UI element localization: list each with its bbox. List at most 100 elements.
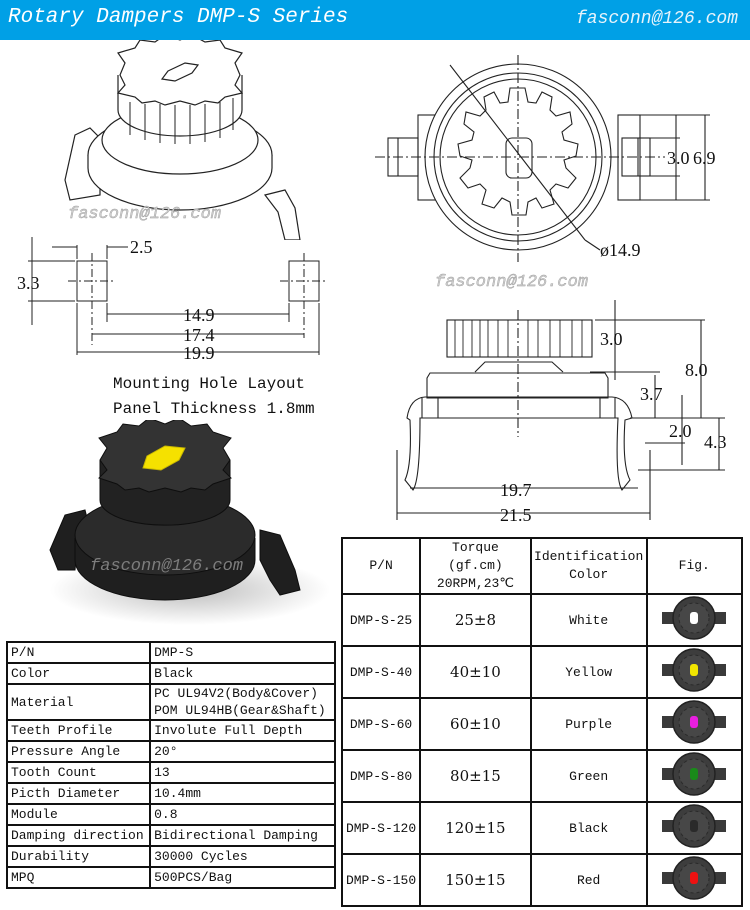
model-figure	[645, 593, 744, 647]
spec-value: Black	[149, 662, 336, 685]
dim-diameter: ø14.9	[600, 240, 641, 260]
dim-inner-width: 3.0	[667, 148, 690, 168]
dim-hole-gap: 14.9	[183, 305, 215, 325]
spec-key: Teeth Profile	[5, 719, 152, 742]
model-color: Red	[529, 853, 648, 907]
model-figure	[645, 853, 744, 907]
model-torque: 150±15	[419, 853, 532, 907]
damper-top-icon	[662, 856, 727, 900]
identification-color-swatch	[690, 716, 699, 728]
spec-value-line1: PC UL94V2(Body&Cover)	[154, 686, 318, 701]
watermark-text: fasconn@126.com	[90, 557, 243, 576]
mounting-hole-diagram: 2.5 3.3 14.9 17.4 19.9	[17, 237, 328, 363]
damper-top-icon	[662, 596, 727, 640]
model-torque: 25±8	[419, 593, 532, 647]
spec-key: Durability	[5, 845, 152, 868]
identification-color-swatch	[690, 872, 699, 884]
model-figure	[645, 697, 744, 751]
model-color: Purple	[529, 697, 648, 751]
page-header: Rotary Dampers DMP-S Series fasconn@126.…	[0, 0, 750, 40]
isometric-line-drawing: fasconn@126.com	[64, 40, 301, 240]
spec-key: Module	[5, 803, 152, 826]
side-view-diagram: 3.0 8.0 3.7 2.0 4.3 19.7 21.5	[396, 300, 727, 525]
spec-value: Bidirectional Damping	[149, 824, 336, 847]
damper-top-icon	[662, 752, 727, 796]
dim-inner-width: 19.7	[500, 480, 532, 500]
product-photo: fasconn@126.com	[49, 420, 330, 625]
model-figure	[645, 749, 744, 803]
model-pn: DMP-S-60	[340, 697, 422, 751]
model-pn: DMP-S-150	[340, 853, 422, 907]
model-pn: DMP-S-80	[340, 749, 422, 803]
spec-value: Involute Full Depth	[149, 719, 336, 742]
spec-key: Color	[5, 662, 152, 685]
identification-color-swatch	[690, 664, 699, 676]
model-torque: 120±15	[419, 801, 532, 855]
spec-key: Pressure Angle	[5, 740, 152, 763]
model-figure	[645, 801, 744, 855]
header-torque-line2: 20RPM,23℃	[436, 576, 514, 591]
model-color: Black	[529, 801, 648, 855]
header-torque-line1: Torque (gf.cm)	[448, 540, 503, 573]
spec-key: Damping direction	[5, 824, 152, 847]
spec-value: 20°	[149, 740, 336, 763]
model-torque: 40±10	[419, 645, 532, 699]
identification-color-swatch	[690, 612, 699, 624]
dim-clip-offset: 2.0	[669, 421, 692, 441]
header-pn: P/N	[340, 537, 422, 595]
spec-value: 0.8	[149, 803, 336, 826]
spec-key: Material	[5, 683, 152, 721]
damper-top-icon	[662, 700, 727, 744]
model-pn: DMP-S-120	[340, 801, 422, 855]
dim-hole-width: 2.5	[130, 237, 153, 257]
header-color-line1: Identification	[534, 549, 644, 564]
model-color: Yellow	[529, 645, 648, 699]
dim-outer-width: 6.9	[693, 148, 716, 168]
spec-value: 30000 Cycles	[149, 845, 336, 868]
models-table: P/N Torque (gf.cm) 20RPM,23℃ Identificat…	[340, 537, 744, 907]
header-torque: Torque (gf.cm) 20RPM,23℃	[419, 537, 532, 595]
spec-value: 500PCS/Bag	[149, 866, 336, 889]
watermark-text: fasconn@126.com	[68, 205, 221, 224]
header-color: Identification Color	[529, 537, 648, 595]
top-view-diagram: 3.0 6.9 ø14.9 fasconn@126.com	[375, 55, 716, 292]
identification-color-swatch	[690, 820, 699, 832]
model-pn: DMP-S-40	[340, 645, 422, 699]
header-color-line2: Color	[569, 567, 609, 582]
dim-hole-height: 3.3	[17, 273, 40, 293]
spec-key: MPQ	[5, 866, 152, 889]
model-figure	[645, 645, 744, 699]
dim-gear-height: 3.0	[600, 329, 623, 349]
spec-value: 13	[149, 761, 336, 784]
dim-outer-width: 21.5	[500, 505, 532, 525]
spec-value: PC UL94V2(Body&Cover)POM UL94HB(Gear&Sha…	[149, 683, 336, 721]
model-color: White	[529, 593, 648, 647]
spec-key: Tooth Count	[5, 761, 152, 784]
damper-top-icon	[662, 804, 727, 848]
models-header-row: P/N Torque (gf.cm) 20RPM,23℃ Identificat…	[340, 537, 744, 595]
dim-body-height: 3.7	[640, 384, 663, 404]
spec-key: Picth Diameter	[5, 782, 152, 805]
spec-value: DMP-S	[149, 641, 336, 664]
model-pn: DMP-S-25	[340, 593, 422, 647]
damper-top-icon	[662, 648, 727, 692]
model-torque: 60±10	[419, 697, 532, 751]
header-fig: Fig.	[645, 537, 744, 595]
